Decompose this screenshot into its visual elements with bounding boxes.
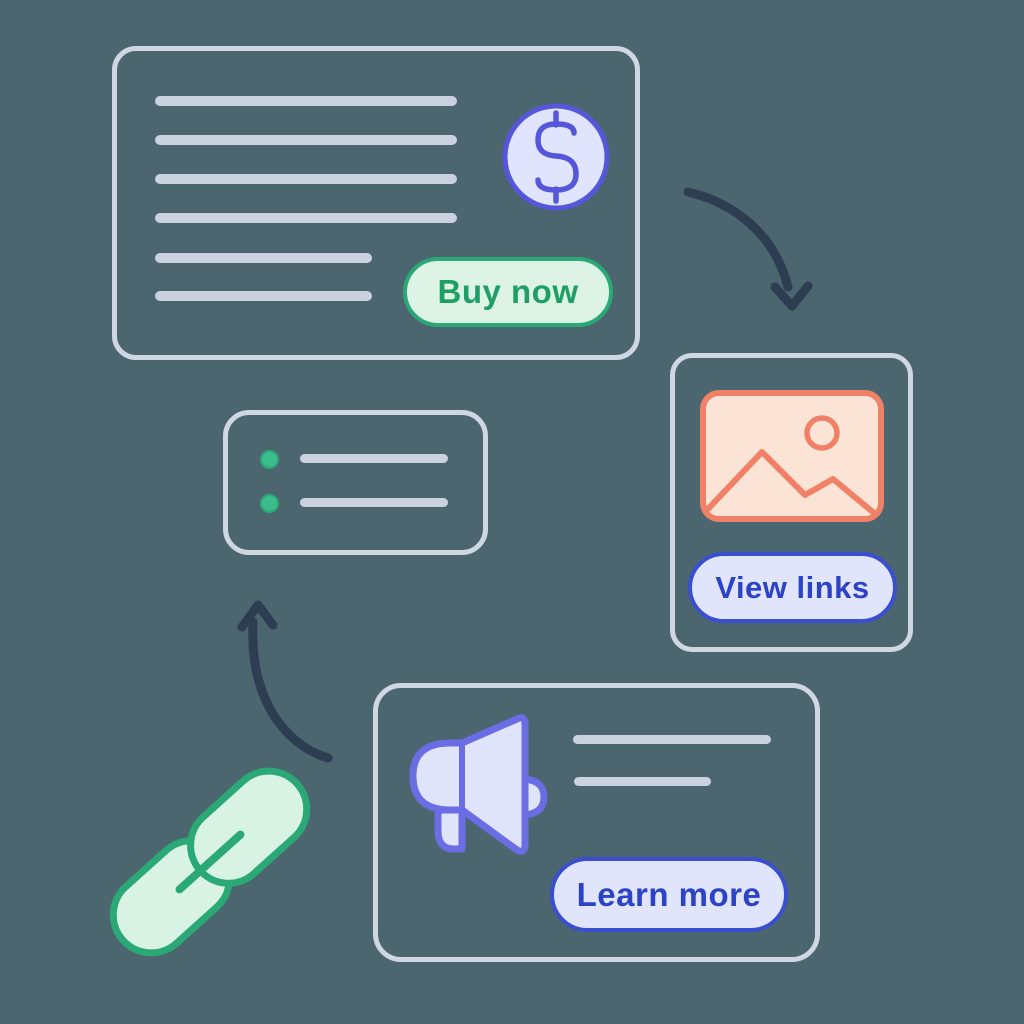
text-placeholder-line xyxy=(573,735,771,744)
dollar-coin-icon xyxy=(502,103,610,211)
text-placeholder-line xyxy=(155,213,457,223)
promo-card: Learn more xyxy=(373,683,820,962)
curved-arrow-up-icon xyxy=(237,600,333,763)
learn-more-button[interactable]: Learn more xyxy=(550,857,788,932)
curved-arrow-down-right-icon xyxy=(683,187,813,311)
text-placeholder-line xyxy=(155,253,372,263)
image-placeholder-icon xyxy=(700,390,884,522)
text-placeholder-line xyxy=(300,454,448,463)
product-card: Buy now xyxy=(112,46,640,360)
text-placeholder-line xyxy=(155,174,457,184)
text-placeholder-line xyxy=(300,498,448,507)
text-placeholder-line xyxy=(574,777,711,786)
link-chain-icon xyxy=(109,767,311,957)
text-placeholder-line xyxy=(155,96,457,106)
text-placeholder-line xyxy=(155,291,372,301)
view-links-button[interactable]: View links xyxy=(688,552,897,623)
bullet-dot-icon xyxy=(260,494,279,513)
gallery-card: View links xyxy=(670,353,913,652)
buy-now-button[interactable]: Buy now xyxy=(403,257,613,327)
bullet-dot-icon xyxy=(260,450,279,469)
checklist-card xyxy=(223,410,488,555)
megaphone-icon xyxy=(409,714,548,855)
text-placeholder-line xyxy=(155,135,457,145)
